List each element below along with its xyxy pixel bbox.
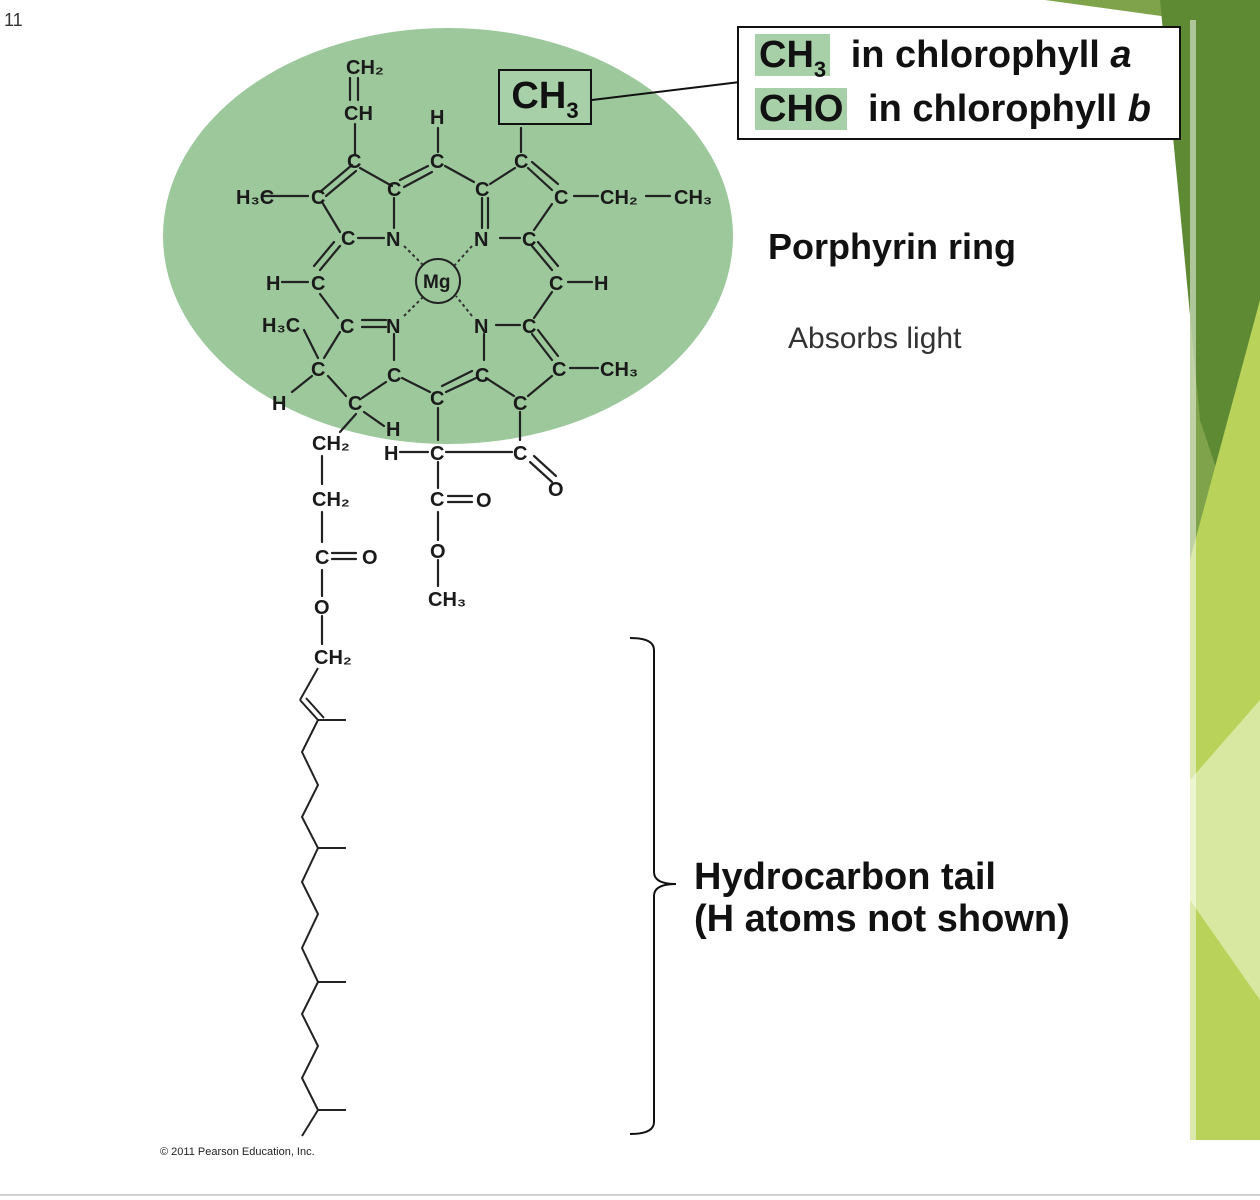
atom-ch2-vinyl: CH₂ (346, 57, 384, 79)
porphyrin-ring-label: Porphyrin ring (768, 226, 1017, 267)
legend-connector (591, 81, 741, 101)
variable-group-main: CH (511, 75, 567, 117)
mg-coordination (403, 245, 473, 317)
legend-formula-a-sub: 3 (813, 57, 827, 82)
atom-ch3-ester: CH₃ (428, 589, 466, 611)
atom-c-meso-top: C (430, 151, 444, 173)
legend-italic-a: a (1110, 34, 1132, 76)
variable-group-sub: 3 (566, 98, 579, 123)
legend-chip-a: CH3 (755, 34, 831, 82)
atom-h-meso-top: H (430, 107, 444, 129)
atom-c-a3: C (387, 179, 401, 201)
atom-c-d1: C (340, 316, 354, 338)
atom-c-c4: C (513, 393, 527, 415)
atom-c-c1: C (522, 316, 536, 338)
tail-label-note: (H atoms not shown) (694, 898, 1070, 940)
atom-o-chain: O (314, 597, 330, 619)
atom-c-e: C (430, 443, 444, 465)
atom-c-a1: C (347, 151, 361, 173)
atom-c-b1: C (475, 179, 489, 201)
atom-mg: Mg (423, 272, 450, 293)
atom-n-2: N (474, 229, 488, 251)
legend-formula-a: CH (759, 34, 814, 76)
atom-ch2-chain4: CH₂ (314, 647, 352, 669)
atom-ch3-ethyl: CH₃ (674, 187, 712, 209)
atom-c-b2: C (514, 151, 528, 173)
porphyrin-highlight (163, 28, 733, 444)
atom-c-ketone: C (513, 443, 527, 465)
atom-o-chain-dbl: O (362, 547, 378, 569)
atom-h-e: H (384, 443, 398, 465)
atom-h-right: H (594, 273, 608, 295)
atom-o-ester-dbl: O (476, 490, 492, 512)
legend-text-a: in chlorophyll (850, 34, 1100, 76)
variable-group-box: CH3 (498, 69, 592, 125)
atom-ch-vinyl: CH (344, 103, 373, 125)
atom-c-chain3: C (315, 547, 329, 569)
ring-bonds (260, 76, 672, 646)
atom-c-c3: C (552, 359, 566, 381)
atom-c-a2: C (311, 187, 325, 209)
atom-ch3-c: CH₃ (600, 359, 638, 381)
atom-c-c2: C (475, 365, 489, 387)
atom-c-d3: C (387, 365, 401, 387)
atom-ch2-ethyl: CH₂ (600, 187, 638, 209)
atom-c-a4: C (341, 228, 355, 250)
atom-c-d2: C (311, 359, 325, 381)
legend-text-b: in chlorophyll (868, 88, 1118, 130)
tail-label-title: Hydrocarbon tail (694, 856, 996, 898)
deco-edge (1190, 20, 1196, 1140)
atom-n-1: N (386, 229, 400, 251)
atom-c-d4: C (348, 393, 362, 415)
deco-panel-pale (1190, 700, 1260, 1000)
atom-c-meso-left: C (311, 273, 325, 295)
atom-h-d: H (272, 393, 286, 415)
atom-c-ester: C (430, 489, 444, 511)
absorbs-light-label: Absorbs light (788, 322, 962, 355)
atom-c-b3: C (554, 187, 568, 209)
atom-c-meso-right: C (549, 273, 563, 295)
atom-h3c-d: H₃C (262, 315, 300, 337)
atom-h-left: H (266, 273, 280, 295)
atom-h-d4: H (386, 419, 400, 441)
atom-n-3: N (386, 316, 400, 338)
atom-o-ester: O (430, 541, 446, 563)
atom-o-ketone: O (548, 479, 564, 501)
atom-ch2-chain2: CH₂ (312, 489, 350, 511)
legend-chip-b: CHO (755, 88, 848, 130)
hydrocarbon-tail (299, 667, 346, 1137)
atom-c-b4: C (522, 229, 536, 251)
legend-row-b: CHO in chlorophyll b (755, 88, 1151, 131)
tail-bracket (629, 637, 677, 1135)
legend-italic-b: b (1127, 88, 1151, 130)
chlorophyll-legend: CH3 in chlorophyll a CHO in chlorophyll … (737, 26, 1181, 140)
atom-h3c-a: H₃C (236, 187, 274, 209)
copyright-notice: © 2011 Pearson Education, Inc. (160, 1146, 315, 1158)
slide-number: 11 (4, 10, 23, 30)
atom-ch2-chain1: CH₂ (312, 433, 350, 455)
atom-labels: CH₂ CH C H₃C C C C N H C C N C C C CH₂ C… (236, 57, 712, 669)
atom-n-4: N (474, 316, 488, 338)
atom-c-meso-bottom: C (430, 388, 444, 410)
legend-row-a: CH3 in chlorophyll a (755, 34, 1132, 82)
